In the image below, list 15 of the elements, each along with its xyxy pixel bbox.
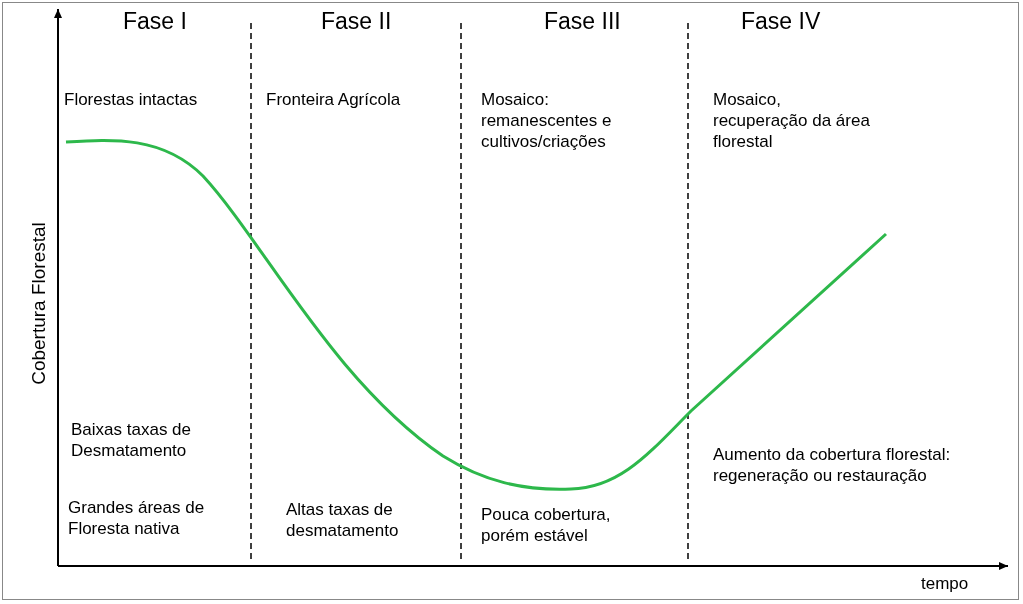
phase-description: Mosaico, recuperação da área florestal — [713, 89, 871, 152]
phase-description: Mosaico: remanescentes e cultivos/criações — [481, 89, 613, 152]
phase-note: Aumento da cobertura florestal: regeneração ou restauração — [713, 444, 952, 486]
phase-title: Fase III — [544, 7, 622, 35]
phase-note: Grandes áreas de Floresta nativa — [68, 497, 206, 539]
phase-title: Fase I — [123, 7, 188, 35]
phase-note: Baixas taxas de Desmatamento — [71, 419, 192, 461]
phase-title: Fase II — [321, 7, 393, 35]
phase-title: Fase IV — [741, 7, 822, 35]
phase-description: Fronteira Agrícola — [266, 89, 402, 110]
axis-title: Cobertura Florestal — [27, 221, 49, 387]
phase-note: Altas taxas de desmatamento — [286, 499, 400, 541]
phase-description: Florestas intactas — [64, 89, 199, 110]
phase-note: Pouca cobertura, porém estável — [481, 504, 612, 546]
axis-title: tempo — [921, 573, 970, 594]
